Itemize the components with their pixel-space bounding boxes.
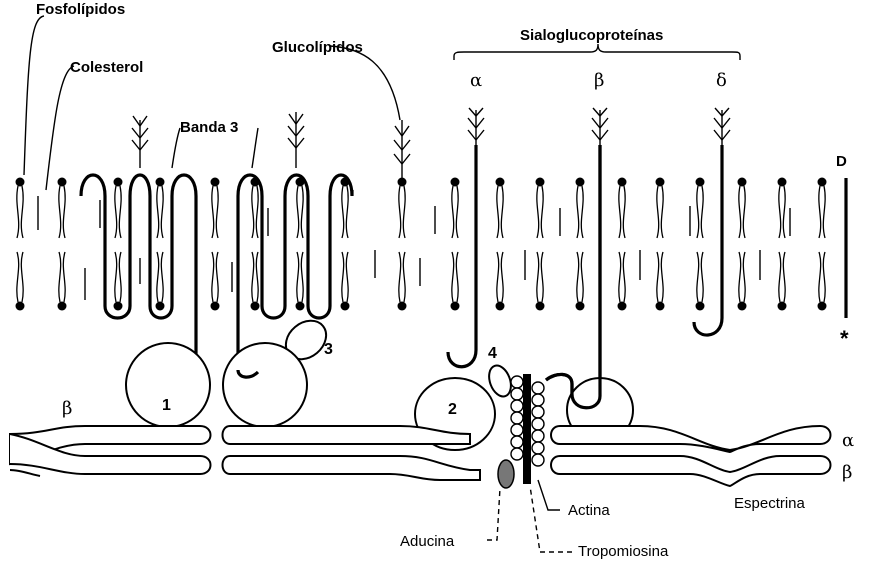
label-asterisk: * [840,326,849,351]
actin-bead [532,394,544,406]
actin-bead [511,388,523,400]
phospholipid [398,178,407,311]
actin-bead [532,430,544,442]
label-number-4: 4 [488,345,497,362]
sialoglucoproteina-alpha [448,108,484,367]
actin-bead [511,412,523,424]
phospholipid [818,178,827,311]
label-fosfolipidos: Fosfolípidos [36,1,125,18]
actin-bead [532,382,544,394]
phospholipid [341,178,350,311]
phospholipid [576,178,585,311]
label-beta-top: β [594,70,604,91]
actin-bead [532,406,544,418]
sialoglucoproteina-delta [694,108,730,335]
actin-bead [511,448,523,460]
label-number-3: 3 [324,341,333,358]
phospholipid [618,178,627,311]
label-delta-top: δ [716,70,727,91]
phospholipid [251,178,260,311]
phospholipid [296,178,305,311]
label-colesterol: Colesterol [70,59,143,76]
phospholipid [211,178,220,311]
phospholipid [451,178,460,311]
label-alpha-top: α [470,70,482,91]
label-glucolipidos: Glucolípidos [272,39,363,56]
phospholipid [778,178,787,311]
phospholipid [16,178,25,311]
actin-bead [511,376,523,388]
phospholipid [536,178,545,311]
label-number-1: 1 [162,397,171,414]
phospholipid [696,178,705,311]
phospholipid [656,178,665,311]
label-number-2: 2 [448,401,457,418]
label-beta-left: β [62,398,72,419]
label-alpha-right: α [842,430,854,451]
phospholipid [114,178,123,311]
phospholipid [496,178,505,311]
label-banda3: Banda 3 [180,119,238,136]
label-actina: Actina [568,502,610,519]
label-sialoglucoproteinas: Sialoglucoproteínas [520,27,663,44]
phospholipid [738,178,747,311]
actin-bead [511,436,523,448]
label-espectrina: Espectrina [734,495,806,512]
actin-bead [532,454,544,466]
protein-1-right [223,343,307,427]
phospholipid [58,178,67,311]
label-tropomiosina: Tropomiosina [578,543,669,560]
actin-bead [511,400,523,412]
label-aducina: Aducina [400,533,455,550]
phospholipid-bilayer [16,178,827,311]
actina-filament [511,374,544,484]
aducina-protein [498,460,514,488]
phospholipid [156,178,165,311]
actin-bead [532,418,544,430]
glucolipid-chain [394,120,410,180]
actin-bead [511,424,523,436]
label-d: D [836,153,847,170]
protein-1-ankyrin [126,343,210,427]
label-beta-right: β [842,462,852,483]
banda3-protein-left [81,116,196,378]
actin-bead [532,442,544,454]
